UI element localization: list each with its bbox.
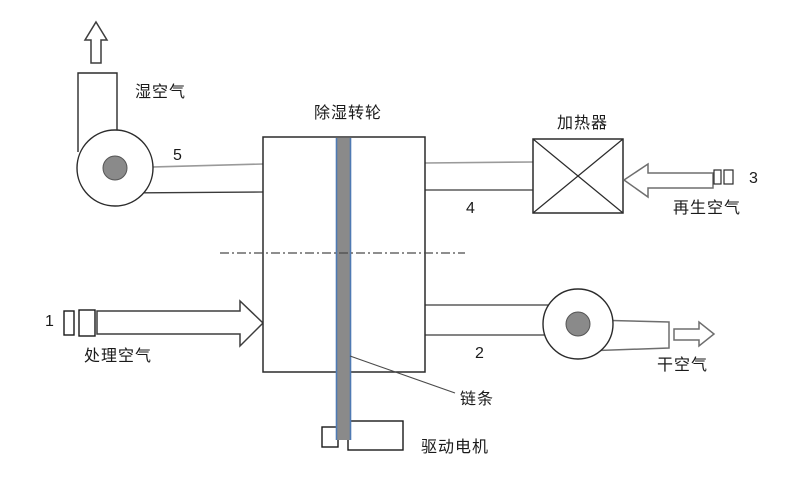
process-state-mark-2	[78, 309, 96, 337]
process-state-mark-1	[63, 310, 75, 336]
heater-label: 加热器	[557, 115, 609, 132]
point-1-label: 1	[45, 313, 54, 330]
regen-state-mark-2	[723, 169, 734, 185]
motor-box	[347, 420, 404, 451]
process-air-arrow-icon	[96, 299, 265, 348]
exhaust-up-arrow-icon	[83, 20, 109, 64]
regen-air-arrow-icon	[622, 162, 714, 199]
heater-diagonal-2	[532, 138, 624, 214]
rotor-shaft-bar	[336, 138, 351, 440]
wet-air-label: 湿空气	[135, 84, 187, 101]
process-air-label: 处理空气	[84, 348, 153, 365]
dry-air-fan-hub-icon	[565, 311, 591, 337]
wet-air-fan-hub-icon	[102, 155, 128, 181]
regen-air-label: 再生空气	[673, 200, 742, 217]
duct4-top-line	[424, 161, 534, 164]
dry-air-arrow-icon	[673, 320, 716, 348]
chain-leader-line	[349, 355, 456, 394]
motor-label: 驱动电机	[421, 439, 490, 456]
dry-air-label: 干空气	[657, 357, 709, 374]
regen-state-mark-1	[713, 169, 722, 185]
point-3-label: 3	[749, 170, 758, 187]
wheel-label: 除湿转轮	[314, 105, 383, 122]
motor-small-box	[321, 426, 339, 448]
chain-label: 链条	[460, 391, 495, 408]
point-5-label: 5	[173, 147, 182, 164]
point-2-label: 2	[475, 345, 484, 362]
point-4-label: 4	[466, 200, 475, 217]
